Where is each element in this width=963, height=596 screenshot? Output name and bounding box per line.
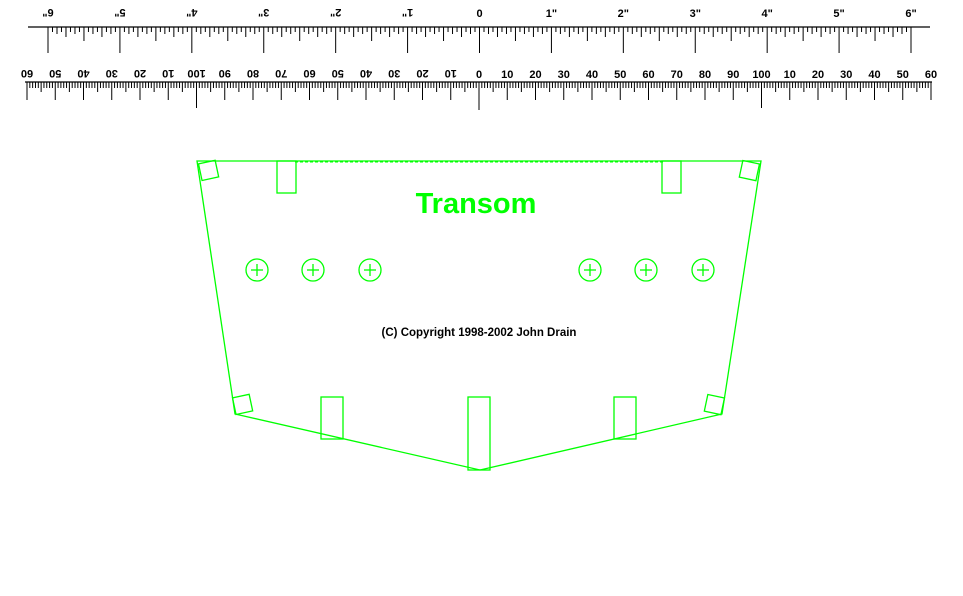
copyright-notice: (C) Copyright 1998-2002 John Drain (382, 327, 577, 339)
metric-label: 100 (752, 69, 770, 81)
inch-label: 1" (402, 6, 413, 18)
metric-label: 0 (476, 69, 482, 81)
metric-label: 100 (187, 67, 205, 79)
metric-label: 10 (784, 69, 796, 81)
corner-tab-top-left (197, 159, 220, 182)
inch-label: 1" (546, 8, 557, 20)
metric-label: 30 (840, 69, 852, 81)
inch-ruler: 6" 5" 4" 3" 2" 1" 0 1" 2" 3" 4" 5" 6" (28, 6, 930, 53)
screw-hole (578, 258, 602, 282)
metric-label: 60 (303, 67, 315, 79)
metric-label: 50 (614, 69, 626, 81)
metric-label: 80 (247, 67, 259, 79)
metric-label: 40 (77, 67, 89, 79)
screw-hole (691, 258, 715, 282)
metric-label: 10 (501, 69, 513, 81)
metric-label: 30 (106, 67, 118, 79)
metric-label: 20 (812, 69, 824, 81)
metric-label: 50 (332, 67, 344, 79)
inch-ruler-ticks (47, 27, 912, 53)
metric-label: 60 (925, 69, 937, 81)
inch-ruler-labels: 6" 5" 4" 3" 2" 1" 0 1" 2" 3" 4" 5" 6" (42, 6, 916, 20)
metric-label: 30 (558, 69, 570, 81)
metric-label: 60 (642, 69, 654, 81)
metric-label: 10 (445, 67, 457, 79)
metric-label: 70 (671, 69, 683, 81)
inch-label: 2" (618, 8, 629, 20)
metric-label: 60 (21, 67, 33, 79)
corner-tab-bottom-right (703, 393, 726, 416)
metric-label: 30 (388, 67, 400, 79)
inch-label: 5" (114, 6, 125, 18)
metric-label: 80 (699, 69, 711, 81)
metric-label: 20 (134, 67, 146, 79)
metric-label: 40 (360, 67, 372, 79)
metric-label: 50 (49, 67, 61, 79)
corner-tab-top-right (738, 159, 761, 182)
part-title: Transom (416, 188, 537, 220)
corner-tab-bottom-left (231, 393, 254, 416)
metric-label: 70 (275, 67, 287, 79)
inch-label: 6" (42, 6, 53, 18)
metric-label: 20 (529, 69, 541, 81)
slot-bottom-right (613, 396, 637, 440)
metric-label: 50 (897, 69, 909, 81)
inch-label: 3" (258, 6, 269, 18)
screw-hole (358, 258, 382, 282)
slot-bottom-center (467, 396, 491, 471)
slot-top-left (276, 160, 297, 194)
inch-label: 5" (833, 8, 844, 20)
metric-label: 90 (219, 67, 231, 79)
slot-top-right (661, 160, 682, 194)
screw-hole (634, 258, 658, 282)
metric-label: 10 (162, 67, 174, 79)
inch-label: 3" (690, 8, 701, 20)
slot-bottom-left (320, 396, 344, 440)
inch-label: 4" (761, 8, 772, 20)
screw-hole (245, 258, 269, 282)
metric-label: 90 (727, 69, 739, 81)
inch-label: 4" (186, 6, 197, 18)
inch-label: 2" (330, 6, 341, 18)
screw-hole (301, 258, 325, 282)
inch-label: 6" (905, 8, 916, 20)
transom-part: Transom (C) Copyright 1998-2002 John Dra… (196, 159, 762, 471)
metric-label: 20 (416, 67, 428, 79)
metric-label: 40 (586, 69, 598, 81)
metric-ruler-ticks (26, 82, 932, 110)
metric-label: 40 (868, 69, 880, 81)
inch-label: 0 (476, 8, 482, 20)
